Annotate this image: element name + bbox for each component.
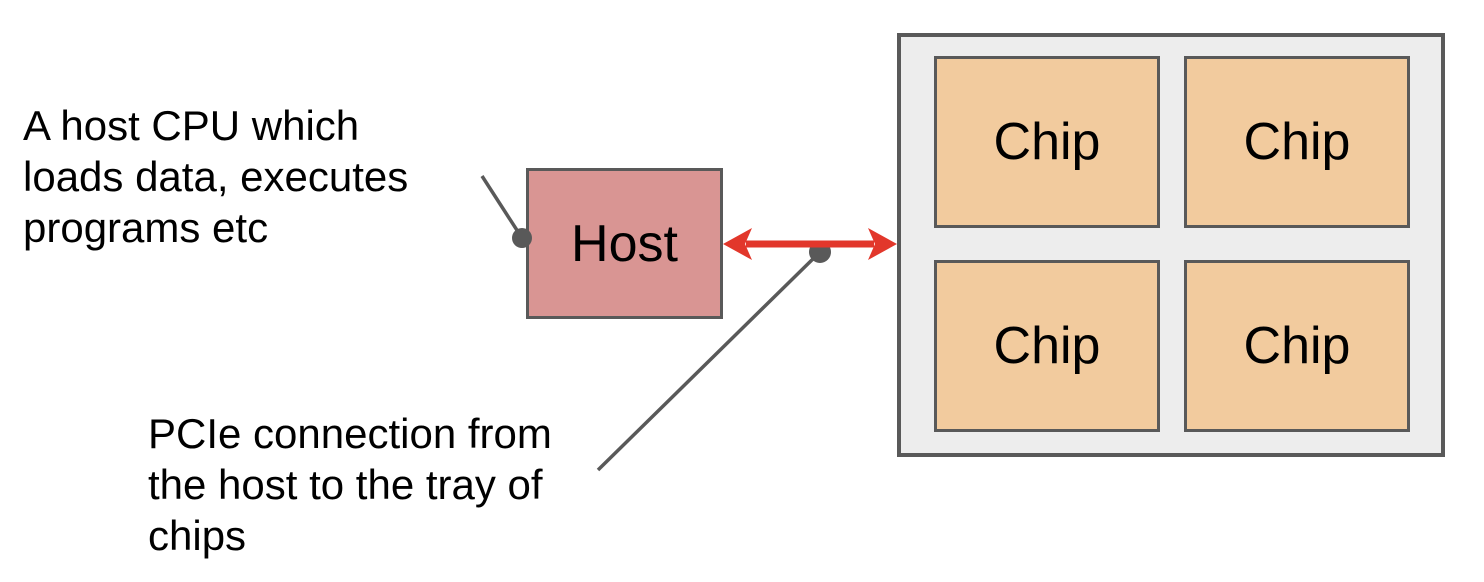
chip-label: Chip	[1243, 317, 1351, 375]
host-box: Host	[526, 168, 723, 319]
chip-box: Chip	[934, 56, 1160, 228]
pcie-arrowhead-left-icon	[723, 228, 752, 260]
pcie-callout-dot	[809, 241, 831, 263]
chip-label: Chip	[1243, 113, 1351, 171]
chip-box: Chip	[1184, 56, 1410, 228]
chip-box: Chip	[1184, 260, 1410, 432]
host-box-label: Host	[571, 214, 678, 273]
chip-tray: Chip Chip Chip Chip	[897, 33, 1445, 457]
pcie-arrowhead-right-icon	[868, 228, 897, 260]
host-annotation-text: A host CPU which loads data, executes pr…	[23, 102, 409, 251]
pcie-annotation-text: PCIe connection from the host to the tra…	[148, 410, 552, 559]
chip-label: Chip	[993, 113, 1101, 171]
chip-box: Chip	[934, 260, 1160, 432]
host-callout-line	[480, 175, 524, 239]
chip-label: Chip	[993, 317, 1101, 375]
